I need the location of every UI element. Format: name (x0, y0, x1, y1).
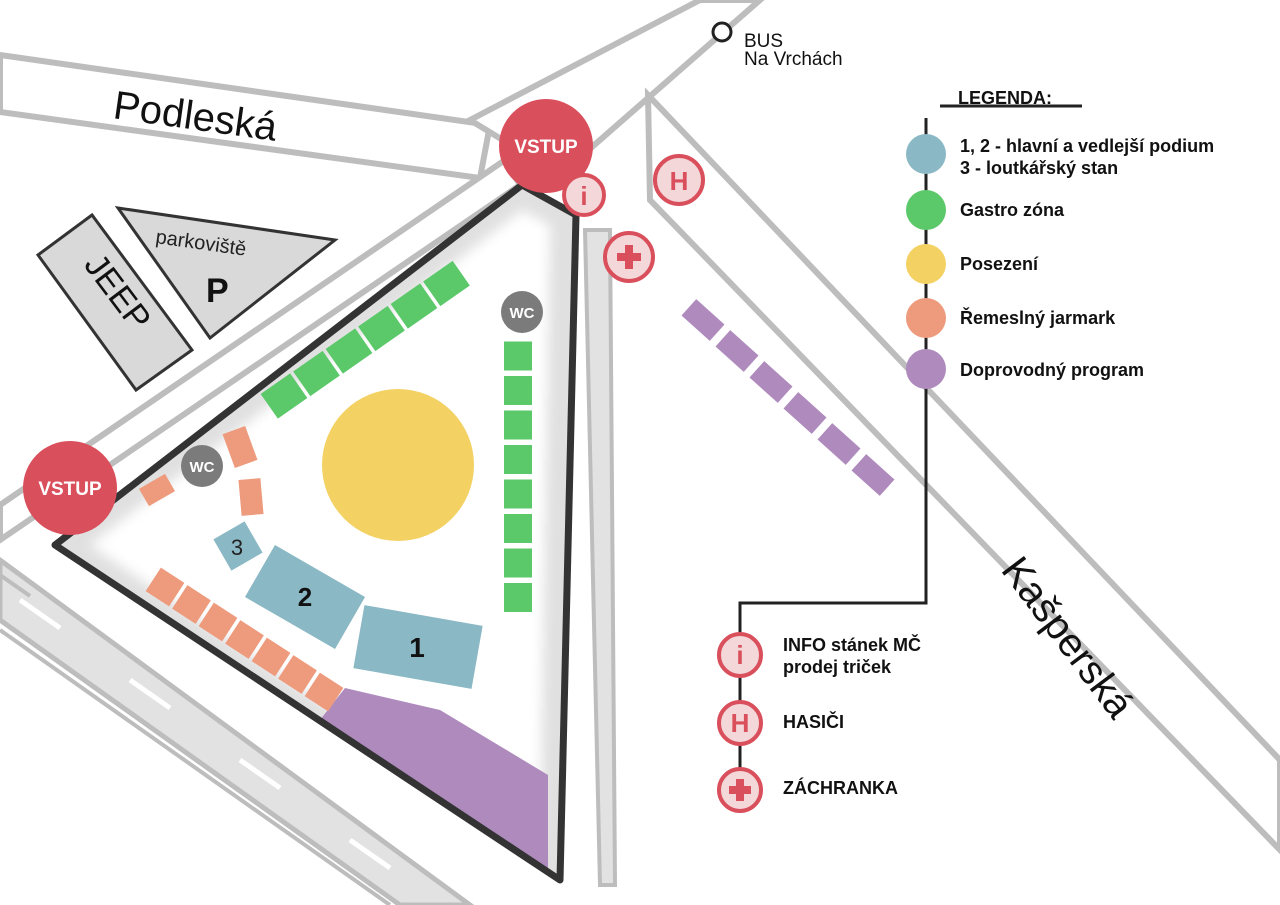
svg-text:ZÁCHRANKA: ZÁCHRANKA (783, 777, 898, 798)
gastro-stall (504, 376, 532, 405)
craft-stall (225, 620, 264, 659)
gastro-stall (504, 583, 532, 612)
gastro-stall (325, 328, 373, 374)
program-stall (681, 299, 725, 341)
program-stall (749, 361, 793, 403)
craft-stall (251, 637, 291, 677)
legend-swatch-craft (906, 298, 946, 338)
legend: LEGENDA: 1, 2 - hlavní a vedlejší podium… (717, 88, 1214, 813)
entrance-left-marker[interactable] (23, 441, 117, 535)
firefighters-icon (717, 700, 763, 746)
legend-title: LEGENDA: (958, 88, 1052, 108)
program-stall (851, 454, 895, 496)
program-row (681, 299, 895, 496)
bus-stop[interactable]: BUS Na Vrchách (711, 21, 843, 70)
entrance-left[interactable]: VSTUP (23, 441, 117, 535)
entrance-top-label: VSTUP (514, 137, 578, 158)
gastro-row (260, 260, 470, 419)
legend-swatch-gastro (906, 190, 946, 230)
stage-3-label: 3 (231, 535, 243, 560)
info-icon[interactable] (562, 173, 606, 217)
svg-text:i: i (736, 640, 743, 670)
svg-text:H: H (731, 708, 750, 738)
craft-stall (139, 473, 175, 507)
program-stall (783, 392, 827, 434)
wc-top: WC (501, 291, 543, 333)
craft-stall (172, 585, 211, 624)
svg-text:1, 2 - hlavní a vedlejší podiu: 1, 2 - hlavní a vedlejší podium (960, 136, 1214, 156)
program-stall (817, 423, 861, 465)
stage-3 (213, 521, 263, 571)
svg-text:H: H (670, 166, 689, 196)
gastro-stall (390, 283, 438, 329)
gastro-stall (423, 260, 470, 307)
entrance-top-marker[interactable] (499, 99, 593, 193)
svg-text:Řemeslný jarmark: Řemeslný jarmark (960, 307, 1116, 328)
entrance-left-label: VSTUP (38, 479, 102, 500)
parking-lot (114, 206, 339, 341)
road-vertical (582, 228, 618, 887)
svg-text:3 - loutkářský stan: 3 - loutkářský stan (960, 158, 1118, 178)
bus-stop-name: Na Vrchách (744, 49, 843, 70)
svg-text:prodej triček: prodej triček (783, 657, 892, 677)
svg-text:WC: WC (510, 305, 535, 322)
firefighters-icon[interactable] (653, 154, 705, 206)
stage-1-label: 1 (409, 632, 425, 663)
bus-stop-icon[interactable] (711, 21, 733, 43)
program-stall (715, 330, 759, 372)
svg-text:Doprovodný program: Doprovodný program (960, 360, 1144, 380)
wc-icon (501, 291, 543, 333)
svg-text:i: i (580, 181, 587, 211)
gastro-stall (293, 350, 340, 397)
bus-stop-label: BUS (744, 31, 783, 52)
craft-stall (304, 672, 344, 712)
parking-area (35, 206, 339, 393)
map-firefighters-point[interactable]: H (653, 154, 705, 206)
road-kasperska (644, 87, 1280, 855)
gastro-stall (358, 305, 405, 352)
craft-stall (145, 567, 185, 607)
craft-stall (198, 602, 238, 642)
program-area (320, 688, 548, 868)
craft-row (145, 567, 344, 712)
craft-stall (278, 655, 317, 694)
svg-text:Posezení: Posezení (960, 254, 1039, 274)
stage-1 (353, 605, 483, 689)
wc-icon (181, 445, 223, 487)
festival-boundary (51, 181, 580, 884)
stage-2 (244, 545, 366, 649)
gastro-column (504, 341, 532, 612)
map-ambulance-point[interactable] (603, 231, 655, 283)
seating-area (322, 389, 474, 541)
svg-text:WC: WC (190, 459, 215, 476)
svg-text:HASIČI: HASIČI (783, 711, 844, 732)
gastro-stall (504, 514, 532, 543)
wc-left: WC (181, 445, 223, 487)
map-info-point[interactable]: i (562, 173, 606, 217)
legend-swatch-program (906, 349, 946, 389)
gastro-stall (504, 445, 532, 474)
gastro-stall (504, 479, 532, 509)
svg-text:Gastro zóna: Gastro zóna (960, 200, 1065, 220)
craft-stall (222, 425, 258, 469)
jeep-lot (35, 212, 195, 393)
festival-area (51, 181, 580, 884)
gastro-stall (260, 373, 308, 419)
gastro-stall (504, 548, 532, 578)
svg-text:INFO stánek MČ: INFO stánek MČ (783, 634, 921, 655)
parking-symbol: P (206, 272, 229, 310)
legend-swatch-seating (906, 244, 946, 284)
entrance-top[interactable]: VSTUP (499, 99, 593, 193)
craft-stall (238, 478, 264, 516)
gastro-stall (504, 410, 532, 440)
legend-swatch-stages (906, 134, 946, 174)
rail-track (0, 556, 475, 905)
stage-2-label: 2 (298, 582, 312, 612)
gastro-stall (504, 341, 532, 371)
info-icon (717, 632, 763, 678)
